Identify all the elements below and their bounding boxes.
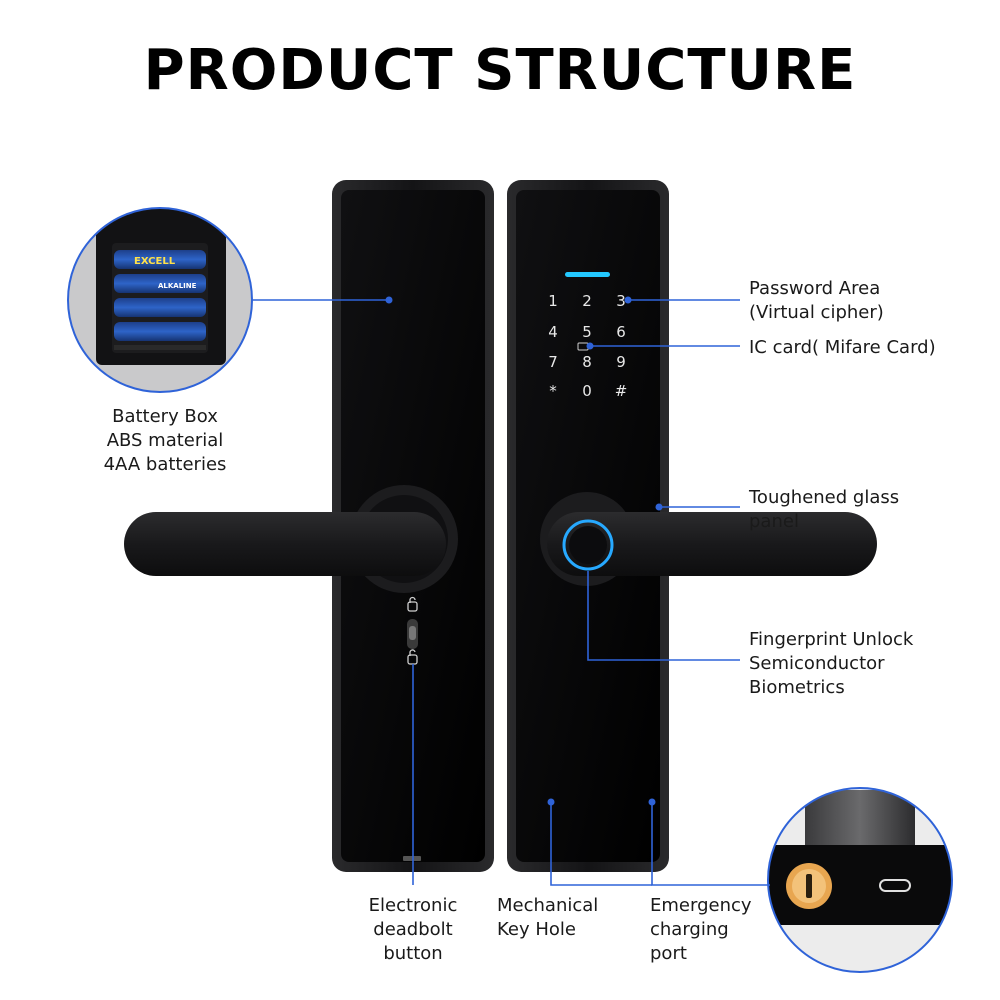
label-ic-card: IC card( Mifare Card) bbox=[749, 337, 936, 358]
touch-keypad[interactable]: 1 2 3 4 5 6 7 8 9 * 0 # bbox=[548, 292, 627, 400]
key-4: 4 bbox=[548, 323, 558, 341]
key-6: 6 bbox=[616, 323, 626, 341]
key-star: * bbox=[549, 382, 557, 400]
key-5: 5 bbox=[582, 323, 592, 341]
deadbolt-switch[interactable] bbox=[407, 596, 418, 665]
fingerprint-sensor[interactable] bbox=[562, 519, 614, 571]
battery-type: ALKALINE bbox=[158, 282, 197, 290]
bottom-port-marker bbox=[403, 856, 421, 861]
battery-brand: EXCELL bbox=[134, 256, 176, 267]
key-3: 3 bbox=[616, 292, 626, 310]
battery-box-inset: EXCELL ALKALINE bbox=[67, 207, 253, 393]
keyhole-port-inset bbox=[767, 787, 953, 973]
label-emergency-charging: Emergency charging port bbox=[650, 895, 752, 964]
label-battery-box: Battery Box ABS material 4AA batteries bbox=[103, 406, 227, 475]
label-fingerprint-unlock: Fingerprint Unlock Semiconductor Biometr… bbox=[749, 629, 914, 698]
label-password-area: Password Area (Virtual cipher) bbox=[749, 278, 884, 323]
key-1: 1 bbox=[548, 292, 558, 310]
callout-leaders bbox=[253, 299, 770, 886]
leader-keyhole bbox=[550, 802, 652, 886]
leader-fingerprint bbox=[587, 571, 740, 661]
label-mechanical-key-hole: Mechanical Key Hole bbox=[497, 895, 599, 940]
key-hash: # bbox=[615, 382, 628, 400]
label-electronic-deadbolt: Electronic deadbolt button bbox=[368, 895, 458, 964]
label-toughened-glass: Toughened glass panel bbox=[749, 487, 900, 532]
page-title: PRODUCT STRUCTURE bbox=[143, 38, 857, 103]
key-2: 2 bbox=[582, 292, 592, 310]
callout-dots bbox=[385, 296, 663, 806]
leader-charging bbox=[651, 802, 770, 886]
key-9: 9 bbox=[616, 353, 626, 371]
status-led-bar bbox=[565, 272, 610, 277]
key-8: 8 bbox=[582, 353, 592, 371]
key-7: 7 bbox=[548, 353, 558, 371]
key-0: 0 bbox=[582, 382, 592, 400]
interior-handle[interactable] bbox=[124, 485, 458, 593]
